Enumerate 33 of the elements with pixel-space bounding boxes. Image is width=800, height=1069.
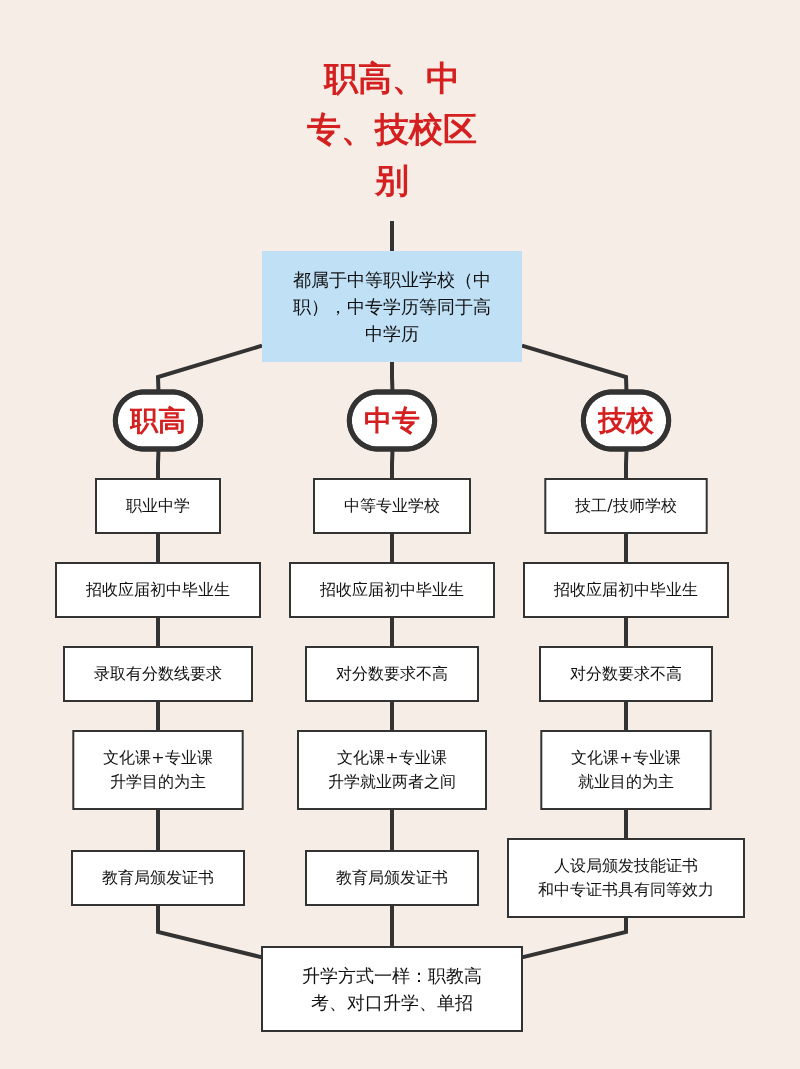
- node-box: 文化课+专业课 升学就业两者之间: [297, 730, 487, 810]
- node-box: 教育局颁发证书: [305, 850, 479, 906]
- connector: [624, 809, 628, 839]
- node-box: 对分数要求不高: [305, 646, 479, 702]
- connector: [624, 617, 628, 647]
- node-box: 升学方式一样：职教高考、对口升学、单招: [261, 946, 523, 1032]
- connector: [156, 617, 160, 647]
- node-box: 都属于中等职业学校（中职），中专学历等同于高中学历: [262, 251, 522, 362]
- node-box: 技工/技师学校: [544, 478, 708, 534]
- connector: [390, 905, 394, 947]
- connector: [156, 533, 160, 563]
- connector: [390, 533, 394, 563]
- connector: [624, 533, 628, 563]
- node-box: 录取有分数线要求: [63, 646, 253, 702]
- node-box: 对分数要求不高: [539, 646, 713, 702]
- connector: [624, 701, 628, 731]
- connector: [156, 701, 160, 731]
- node-box: 文化课+专业课 升学目的为主: [72, 730, 244, 810]
- node-box: 招收应届初中毕业生: [289, 562, 495, 618]
- connector: [156, 809, 160, 851]
- node-box: 中等专业学校: [313, 478, 471, 534]
- connector: [390, 701, 394, 731]
- node-box: 教育局颁发证书: [71, 850, 245, 906]
- node-box: 职业中学: [95, 478, 221, 534]
- connector: [390, 809, 394, 851]
- node-box: 人设局颁发技能证书 和中专证书具有同等效力: [507, 838, 745, 918]
- connector: [390, 221, 394, 251]
- connector: [156, 905, 263, 960]
- connector: [390, 617, 394, 647]
- node-text: 职高、中专、技校区别: [307, 58, 477, 200]
- node-box: 招收应届初中毕业生: [523, 562, 729, 618]
- node-box: 招收应届初中毕业生: [55, 562, 261, 618]
- node-box: 文化课+专业课 就业目的为主: [540, 730, 712, 810]
